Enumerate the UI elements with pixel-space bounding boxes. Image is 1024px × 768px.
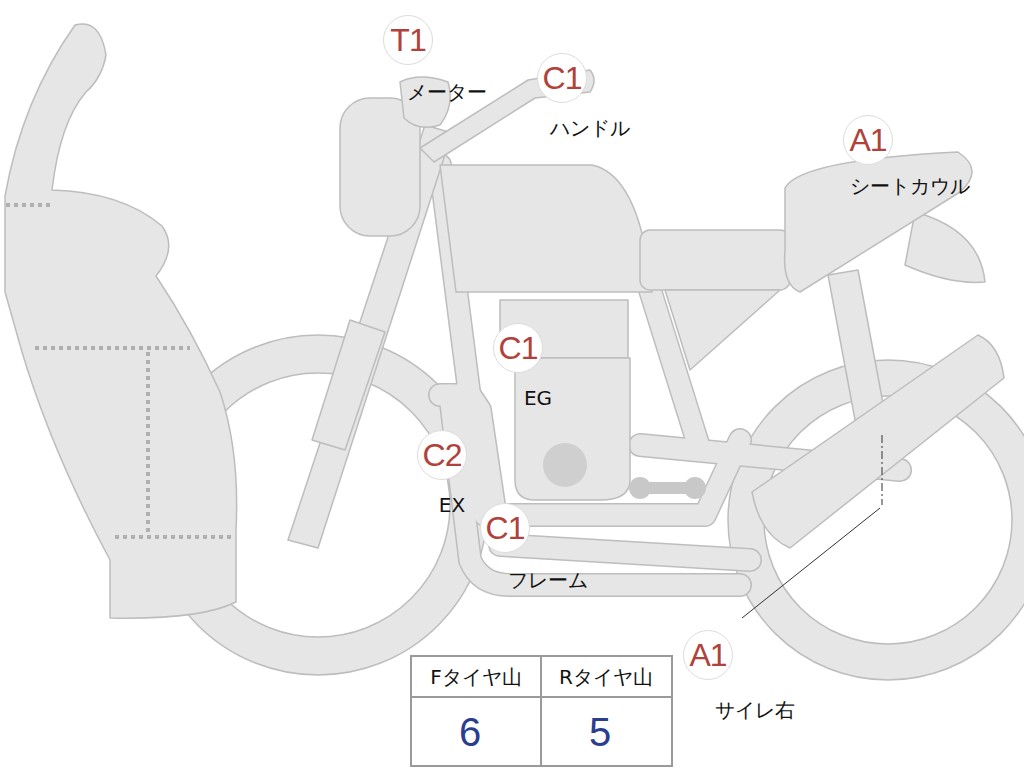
engine-callout: C1EG (493, 323, 543, 373)
exhaust-callout: C2EX (417, 430, 467, 480)
meter-callout: T1メーター (383, 15, 433, 65)
part-name: EG (524, 387, 552, 409)
silencer-callout: A1サイレ右 (683, 630, 733, 680)
part-name: サイレ右 (715, 699, 795, 721)
part-name: ハンドル (550, 117, 630, 139)
part-name: EX (439, 494, 465, 516)
table-value: 6 (459, 710, 481, 755)
part-name: シートカウル (850, 175, 970, 197)
part-name: フレーム (508, 569, 588, 591)
callout-number: C1 (480, 503, 530, 553)
table-header: Rタイヤ山 (559, 664, 653, 691)
table-header: Fタイヤ山 (430, 664, 522, 691)
frame-callout: C1フレーム (480, 503, 530, 553)
handle-callout: C1ハンドル (537, 53, 587, 103)
callout-number: C1 (537, 53, 587, 103)
callout-number: C1 (493, 323, 543, 373)
part-name: メーター (407, 81, 487, 103)
callout-number: A1 (843, 115, 893, 165)
callout-number: T1 (383, 15, 433, 65)
callout-number: C2 (417, 430, 467, 480)
table-value: 5 (589, 710, 611, 755)
callout-number: A1 (683, 630, 733, 680)
seat-cowl-callout: A1シートカウル (843, 115, 893, 165)
